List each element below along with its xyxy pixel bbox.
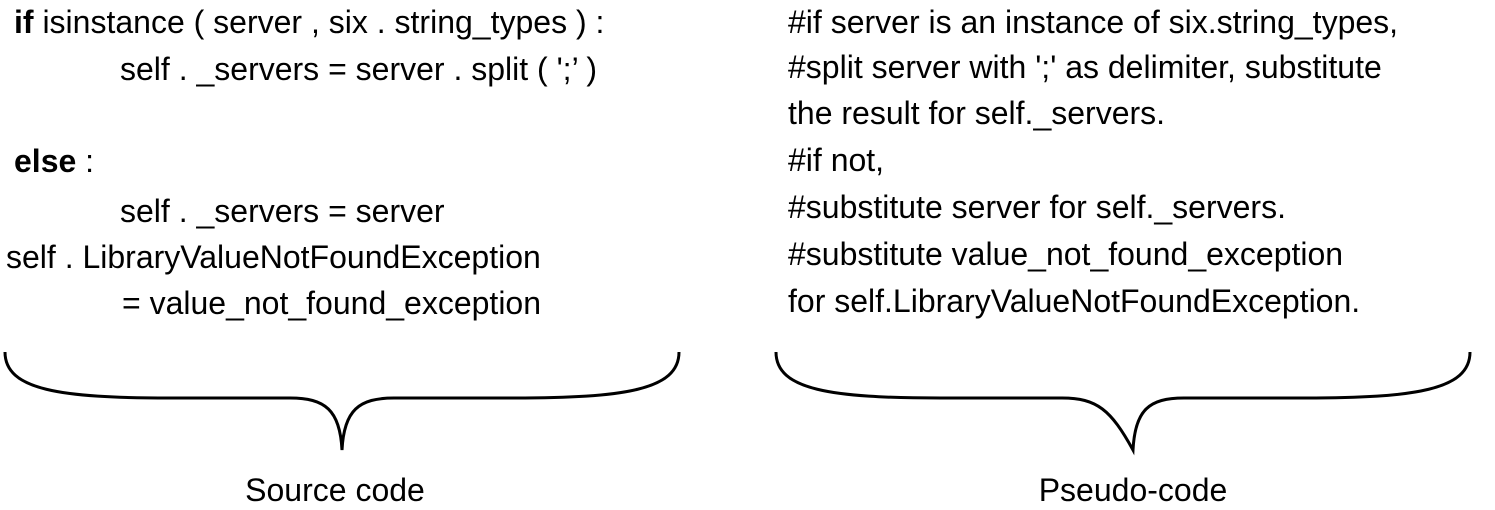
- source-line-6: = value_not_found_exception: [122, 283, 541, 323]
- source-caption: Source code: [245, 472, 425, 508]
- pseudo-caption: Pseudo-code: [1038, 472, 1228, 508]
- source-line-2-text: self . _servers = server . split ( ';’ ): [120, 51, 598, 87]
- source-line-1-text: isinstance ( server , six . string_types…: [33, 4, 605, 40]
- pseudo-line-6: #substitute value_not_found_exception: [788, 236, 1344, 272]
- keyword-else: else: [14, 143, 77, 179]
- source-line-4-text: self . _servers = server: [120, 193, 445, 229]
- pseudo-line-2: #split server with ';' as delimiter, sub…: [788, 49, 1382, 85]
- source-line-3-text: :: [76, 143, 95, 179]
- source-line-2: self . _servers = server . split ( ';’ ): [120, 49, 597, 89]
- source-line-4: self . _servers = server: [120, 191, 445, 231]
- source-line-5-text: self . LibraryValueNotFoundException: [6, 239, 541, 275]
- source-line-1: if isinstance ( server , six . string_ty…: [14, 2, 604, 42]
- pseudo-line-4: #if not,: [788, 142, 885, 178]
- pseudo-line-1: #if server is an instance of six.string_…: [788, 4, 1399, 40]
- source-line-3: else :: [14, 141, 94, 181]
- source-line-5: self . LibraryValueNotFoundException: [6, 237, 541, 277]
- source-line-6-text: = value_not_found_exception: [122, 285, 542, 321]
- pseudo-line-3: the result for self._servers.: [788, 95, 1166, 131]
- keyword-if: if: [14, 4, 34, 40]
- pseudo-line-5: #substitute server for self._servers.: [788, 189, 1286, 225]
- pseudo-line-7: for self.LibraryValueNotFoundException.: [788, 283, 1361, 319]
